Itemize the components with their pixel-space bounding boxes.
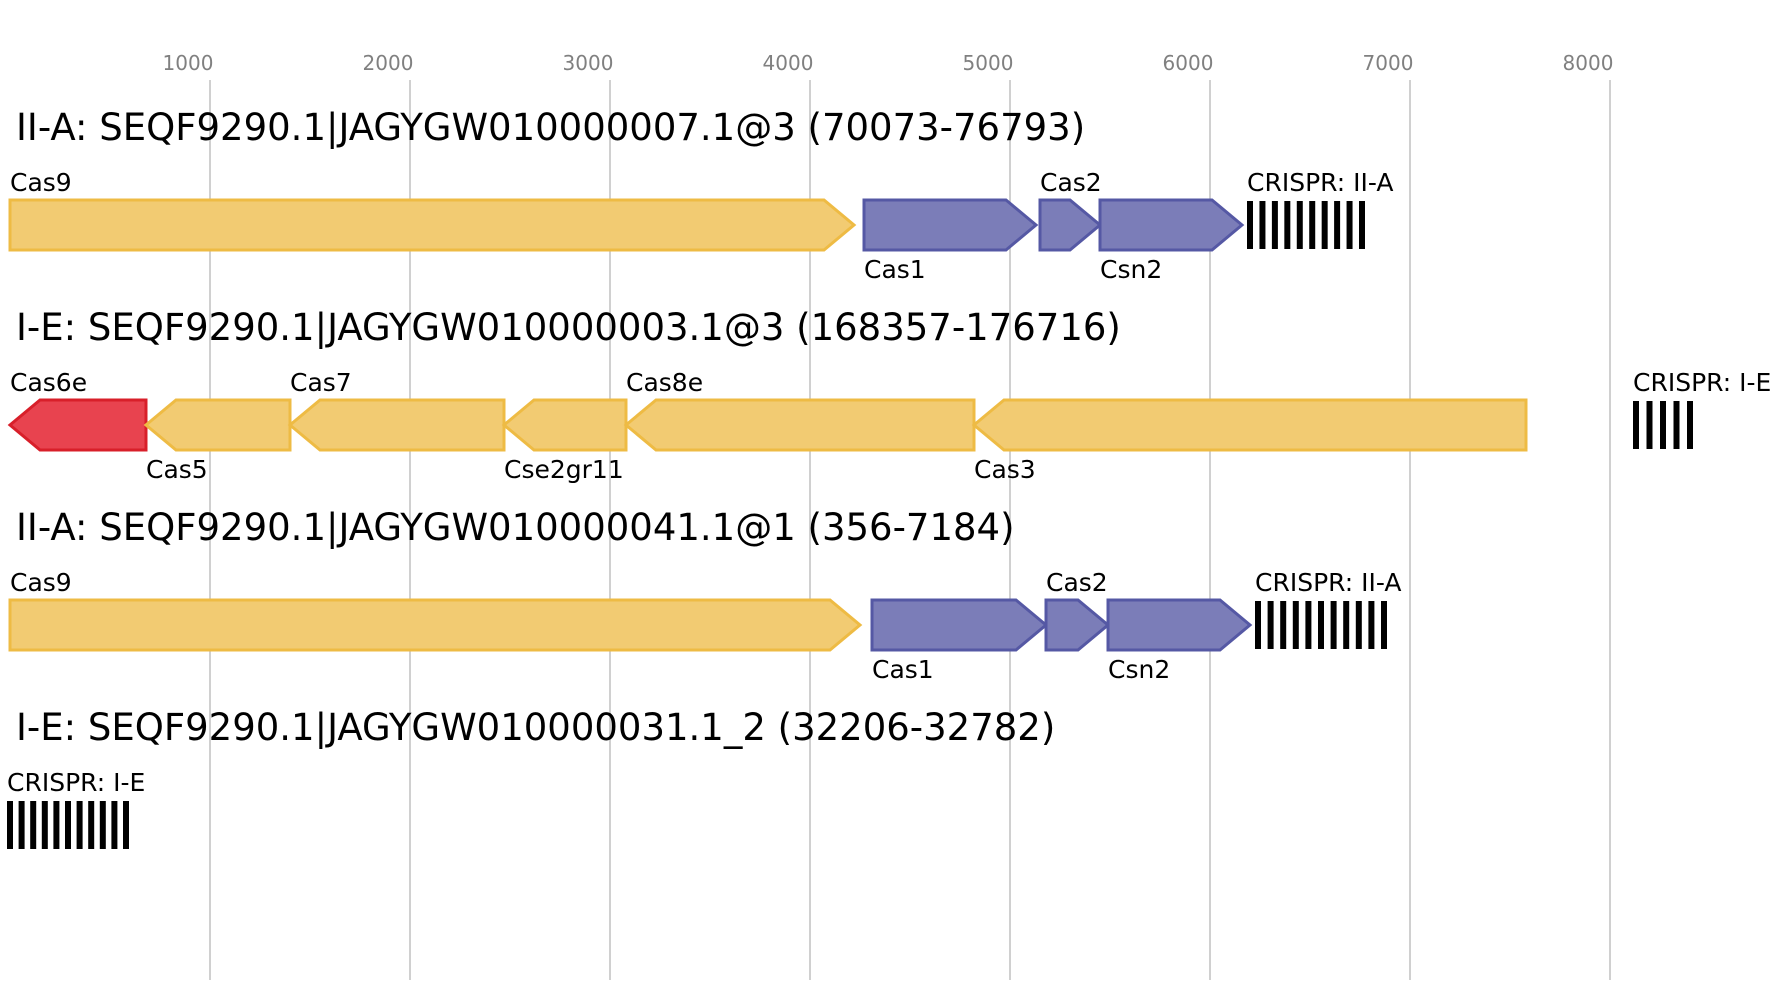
crispr-repeat-bar <box>1330 601 1337 649</box>
track-title: II-A: SEQF9290.1|JAGYGW010000041.1@1 (35… <box>16 506 1015 549</box>
crispr-repeat-bar <box>7 801 13 849</box>
crispr-repeat-bar <box>1343 601 1350 649</box>
track-1: II-A: SEQF9290.1|JAGYGW010000007.1@3 (70… <box>8 106 1393 284</box>
crispr-repeat-bar <box>1633 401 1639 449</box>
crispr-repeat-bar <box>1381 601 1387 649</box>
tick-label-8000: 8000 <box>1563 51 1614 75</box>
crispr-repeat-bar <box>88 801 95 849</box>
track-title: II-A: SEQF9290.1|JAGYGW010000007.1@3 (70… <box>16 106 1085 149</box>
crispr-label: CRISPR: II-A <box>1255 568 1401 597</box>
crispr-repeat-bar <box>1334 201 1341 249</box>
crispr-repeat-bar <box>1271 201 1278 249</box>
gene-arrow-csn2 <box>1106 598 1253 652</box>
crispr-label: CRISPR: I-E <box>7 768 145 797</box>
crispr-repeat-bar <box>1346 201 1353 249</box>
crispr-repeat-bar <box>1660 401 1666 449</box>
crispr-repeat-bar <box>1305 601 1312 649</box>
crispr-label: CRISPR: I-E <box>1633 368 1771 397</box>
crispr-repeat-bar <box>1673 401 1680 449</box>
crispr-repeat-bar <box>123 801 129 849</box>
gene-label-cas2: Cas2 <box>1046 568 1108 597</box>
gene-label-cas2: Cas2 <box>1040 168 1102 197</box>
track-4: I-E: SEQF9290.1|JAGYGW010000031.1_2 (322… <box>7 706 1055 849</box>
crispr-repeat-bar <box>1267 601 1274 649</box>
gene-arrow-cas9 <box>8 598 863 652</box>
gene-arrow-cas8e <box>623 398 976 452</box>
crispr-array <box>1633 401 1693 449</box>
gene-arrow-cse2gr11 <box>501 398 628 452</box>
crispr-repeat-bar <box>1255 601 1261 649</box>
crispr-repeat-bar <box>1321 201 1328 249</box>
crispr-repeat-bar <box>76 801 83 849</box>
crispr-repeat-bar <box>1687 401 1693 449</box>
track-title: I-E: SEQF9290.1|JAGYGW010000031.1_2 (322… <box>16 706 1055 749</box>
gene-arrow-cas7 <box>287 398 506 452</box>
gene-arrow-cas3 <box>971 398 1528 452</box>
crispr-repeat-bar <box>1368 601 1375 649</box>
gene-arrow-cas2 <box>1038 198 1103 252</box>
track-title: I-E: SEQF9290.1|JAGYGW010000003.1@3 (168… <box>16 306 1121 349</box>
tick-label-1000: 1000 <box>163 51 214 75</box>
tracks-layer: II-A: SEQF9290.1|JAGYGW010000007.1@3 (70… <box>7 106 1771 849</box>
crispr-repeat-bar <box>1259 201 1266 249</box>
crispr-repeat-bar <box>1318 601 1324 649</box>
gene-label-cas8e: Cas8e <box>626 368 703 397</box>
tick-label-7000: 7000 <box>1363 51 1414 75</box>
gene-arrow-cas9 <box>8 198 857 252</box>
gene-label-cas7: Cas7 <box>290 368 352 397</box>
crispr-repeat-bar <box>1284 201 1291 249</box>
gene-arrow-csn2 <box>1098 198 1245 252</box>
tick-label-3000: 3000 <box>563 51 614 75</box>
crispr-repeat-bar <box>1359 201 1365 249</box>
crispr-array <box>7 801 129 849</box>
tick-label-4000: 4000 <box>763 51 814 75</box>
crispr-repeat-bar <box>41 801 48 849</box>
crispr-repeat-bar <box>30 801 37 849</box>
tick-label-2000: 2000 <box>363 51 414 75</box>
track-2: I-E: SEQF9290.1|JAGYGW010000003.1@3 (168… <box>7 306 1771 484</box>
track-3: II-A: SEQF9290.1|JAGYGW010000041.1@1 (35… <box>8 506 1401 684</box>
crispr-repeat-bar <box>1646 401 1653 449</box>
crispr-array <box>1247 201 1365 249</box>
gene-arrow-cas2 <box>1044 598 1111 652</box>
grid-layer: 1000 2000 3000 4000 5000 6000 7000 8000 <box>163 51 1614 980</box>
gene-label-csn2: Csn2 <box>1100 255 1162 284</box>
gene-arrow-cas6e <box>7 398 148 452</box>
gene-label-cas5: Cas5 <box>146 455 208 484</box>
gene-arrow-cas1 <box>870 598 1049 652</box>
gene-arrow-cas1 <box>862 198 1039 252</box>
gene-label-cse2gr11: Cse2gr11 <box>504 455 624 484</box>
gene-label-cas3: Cas3 <box>974 455 1036 484</box>
crispr-repeat-bar <box>1355 601 1362 649</box>
crispr-repeat-bar <box>1296 201 1303 249</box>
gene-arrow-cas5 <box>143 398 292 452</box>
gene-label-cas1: Cas1 <box>864 255 926 284</box>
crispr-repeat-bar <box>111 801 118 849</box>
tick-label-5000: 5000 <box>963 51 1014 75</box>
crispr-repeat-bar <box>99 801 106 849</box>
tick-label-6000: 6000 <box>1163 51 1214 75</box>
crispr-label: CRISPR: II-A <box>1247 168 1393 197</box>
crispr-repeat-bar <box>53 801 60 849</box>
crispr-repeat-bar <box>18 801 25 849</box>
gene-label-cas9: Cas9 <box>10 168 72 197</box>
crispr-array <box>1255 601 1387 649</box>
gene-label-csn2: Csn2 <box>1108 655 1170 684</box>
crispr-repeat-bar <box>65 801 71 849</box>
gene-label-cas6e: Cas6e <box>10 368 87 397</box>
crispr-repeat-bar <box>1280 601 1287 649</box>
crispr-repeat-bar <box>1247 201 1253 249</box>
gene-label-cas9: Cas9 <box>10 568 72 597</box>
crispr-repeat-bar <box>1309 201 1316 249</box>
crispr-repeat-bar <box>1292 601 1299 649</box>
gene-label-cas1: Cas1 <box>872 655 934 684</box>
